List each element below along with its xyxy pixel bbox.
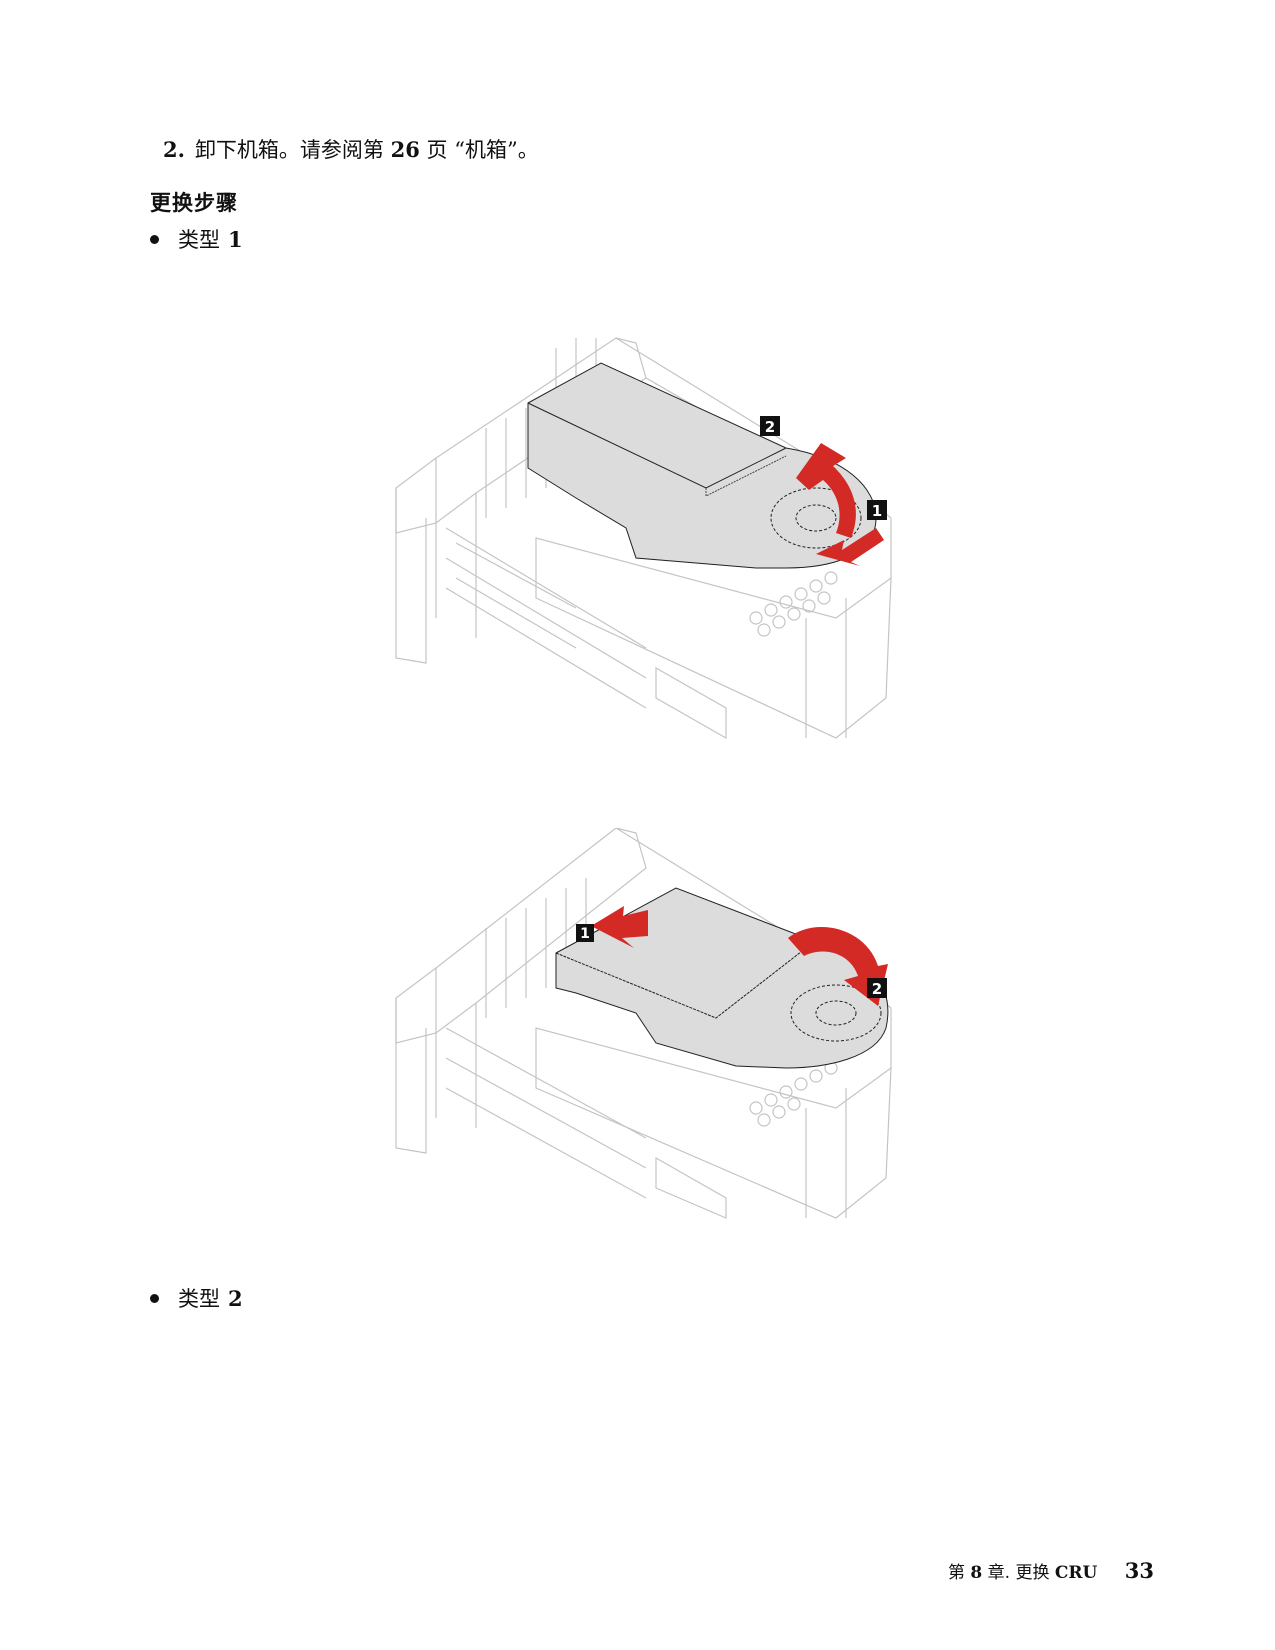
step-text-after: 页 “机箱”。 xyxy=(426,138,539,162)
chapter-title: 章. 更换 xyxy=(987,1563,1050,1583)
step-2: 2. 卸下机箱。请参阅第 26 页 “机箱”。 xyxy=(163,134,539,164)
callout-badge-2: 2 xyxy=(867,978,887,998)
callout-badge-2: 2 xyxy=(760,416,780,436)
figure-type-1-step-b: 1 2 xyxy=(376,827,908,1220)
step-text-before: 卸下机箱。请参阅第 xyxy=(194,138,384,162)
svg-text:1: 1 xyxy=(872,502,882,520)
heatsink-fan-assembly xyxy=(555,887,889,1069)
bullet-number: 1 xyxy=(228,227,243,252)
chapter-number: 8 xyxy=(970,1563,983,1583)
chapter-prefix: 第 xyxy=(948,1563,965,1583)
page-footer: 第 8 章. 更换 CRU 33 xyxy=(948,1558,1154,1583)
rotate-up-arrow-icon xyxy=(796,443,856,538)
bullet-type-2: 类型 2 xyxy=(150,1283,243,1313)
bullet-icon xyxy=(150,235,159,244)
step-number: 2. xyxy=(163,137,185,162)
bullet-number: 2 xyxy=(228,1286,243,1311)
chapter-abbr: CRU xyxy=(1054,1563,1098,1583)
bullet-icon xyxy=(150,1294,159,1303)
callout-badge-1: 1 xyxy=(867,500,887,520)
bullet-type-1: 类型 1 xyxy=(150,224,243,254)
rotate-down-arrow-icon xyxy=(788,927,888,1006)
callout-badge-1: 1 xyxy=(576,924,594,942)
bullet-label: 类型 xyxy=(178,1287,220,1311)
bullet-label: 类型 xyxy=(178,228,220,252)
figure-type-1-step-a: 2 1 xyxy=(376,318,908,748)
svg-text:2: 2 xyxy=(765,418,775,436)
press-arrow-icon xyxy=(816,528,884,566)
slide-arrow-icon xyxy=(591,906,648,948)
chassis-illustration-2: 1 2 xyxy=(395,827,892,1219)
svg-text:2: 2 xyxy=(872,980,882,998)
heatsink-fan-assembly xyxy=(527,362,877,569)
section-heading: 更换步骤 xyxy=(150,191,238,215)
page-reference-link[interactable]: 26 xyxy=(390,137,420,162)
page-number: 33 xyxy=(1124,1558,1154,1583)
svg-text:1: 1 xyxy=(580,926,590,942)
chassis-illustration-1: 2 1 xyxy=(395,337,892,740)
